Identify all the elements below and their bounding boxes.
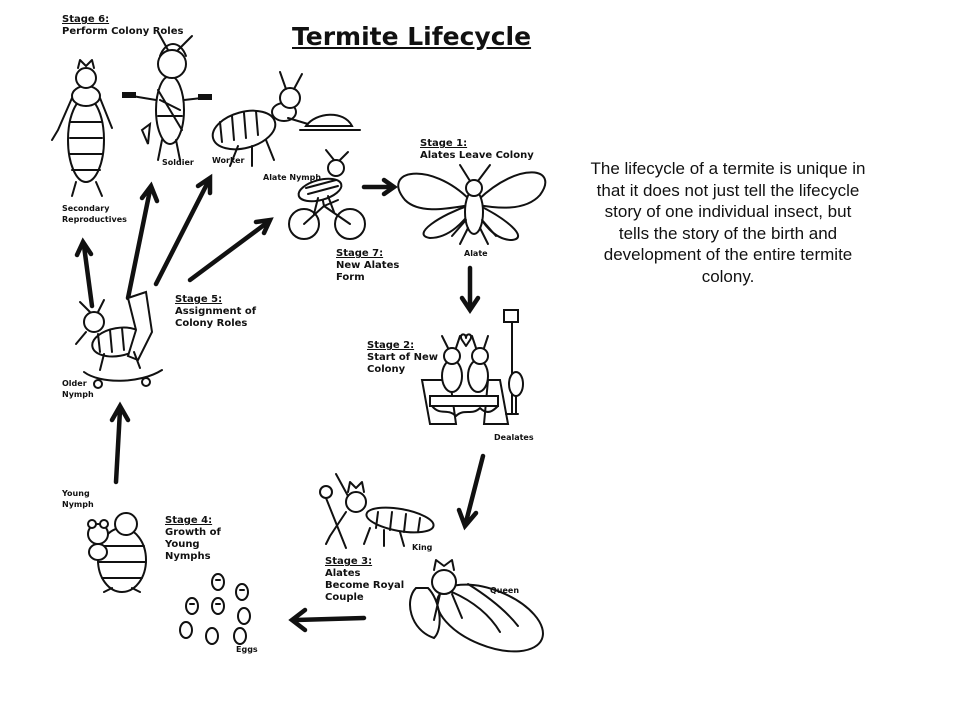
stage-1-title: Alates Leave Colony — [420, 150, 534, 161]
stage-6-number: Stage 6: — [62, 14, 110, 25]
stage-7-label: Stage 7: New Alates Form — [336, 248, 406, 284]
caption-older-nymph: Older Nymph — [62, 379, 94, 399]
queen-icon — [409, 559, 544, 653]
stage-7-title: New Alates Form — [336, 260, 400, 283]
stage-4-title: Growth of Young Nymphs — [165, 527, 221, 562]
older-nymph-icon — [75, 290, 163, 389]
arrow-stage7-to-stage1 — [361, 177, 398, 197]
arrow-stage4-to-stage5 — [109, 401, 131, 485]
stage-6-title: Perform Colony Roles — [62, 26, 184, 37]
stage-3-label: Stage 3: Alates Become Royal Couple — [325, 556, 405, 604]
caption-dealates: Dealates — [494, 433, 534, 442]
young-nymph-icon — [87, 512, 147, 593]
caption-secondary-reproductives: Secondary Reproductives — [62, 204, 127, 224]
stage-1-number: Stage 1: — [420, 138, 468, 149]
arrow-to-worker — [153, 173, 213, 287]
page-title: Termite Lifecycle — [292, 22, 532, 51]
alate-nymph-icon — [288, 149, 366, 240]
stage-1-label: Stage 1: Alates Leave Colony — [420, 138, 534, 162]
caption-eggs: Eggs — [236, 645, 258, 654]
arrow-to-alate-nymph — [187, 217, 274, 283]
stage-2-label: Stage 2: Start of New Colony — [367, 340, 447, 376]
alate-icon — [397, 164, 547, 245]
stage-5-number: Stage 5: — [175, 294, 223, 305]
arrow-stage1-to-stage2 — [459, 265, 481, 315]
arrow-stage3-to-stage4 — [288, 607, 367, 633]
stage-5-title: Assignment of Colony Roles — [175, 306, 257, 329]
secondary-reproductive-icon — [51, 59, 113, 197]
king-icon — [319, 473, 435, 549]
stage-2-number: Stage 2: — [367, 340, 415, 351]
stage-5-label: Stage 5: Assignment of Colony Roles — [175, 294, 260, 330]
caption-worker: Worker — [212, 156, 245, 165]
caption-queen: Queen — [490, 586, 520, 595]
stage-2-title: Start of New Colony — [367, 352, 439, 375]
stage-4-label: Stage 4: Growth of Young Nymphs — [165, 515, 245, 563]
arrow-to-soldier — [125, 181, 160, 301]
arrow-stage2-to-stage3 — [456, 453, 486, 531]
dealates-icon — [420, 309, 524, 425]
worker-icon — [211, 71, 361, 167]
stage-6-label: Stage 6: Perform Colony Roles — [62, 14, 183, 38]
stage-4-number: Stage 4: — [165, 515, 213, 526]
caption-soldier: Soldier — [162, 158, 194, 167]
stage-3-title: Alates Become Royal Couple — [325, 568, 405, 603]
caption-young-nymph: Young Nymph — [62, 489, 94, 509]
arrow-to-secondary-reproductives — [74, 237, 95, 309]
caption-king: King — [412, 543, 433, 552]
stage-7-number: Stage 7: — [336, 248, 384, 259]
caption-alate: Alate — [464, 249, 488, 258]
description-text: The lifecycle of a termite is unique in … — [590, 159, 866, 286]
eggs-icon — [179, 573, 251, 645]
caption-alate-nymph: Alate Nymph — [263, 173, 322, 182]
stage-3-number: Stage 3: — [325, 556, 373, 567]
soldier-icon — [122, 31, 212, 161]
